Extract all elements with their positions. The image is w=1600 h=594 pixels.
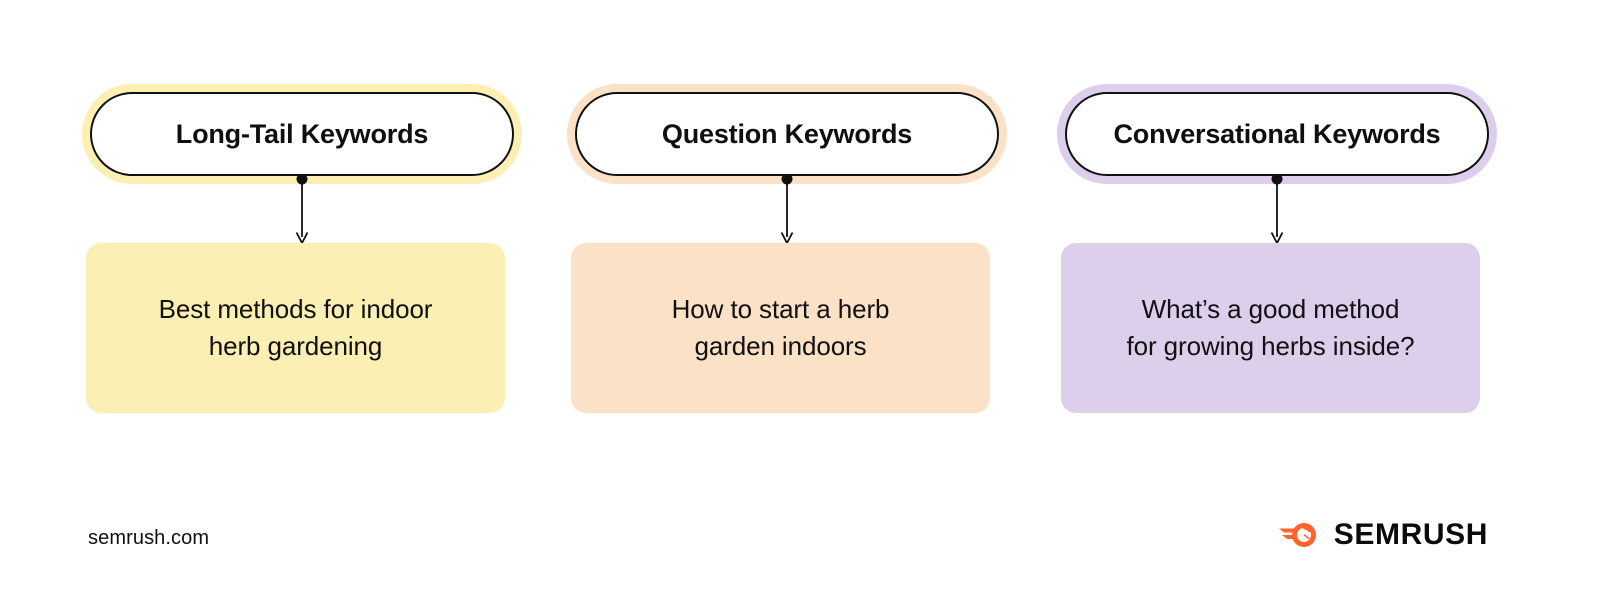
source-url: semrush.com — [88, 527, 210, 549]
keyword-column-conversational: Conversational Keywords What’s a good me… — [1048, 0, 1497, 594]
connector-arrow-conversational — [1270, 174, 1284, 244]
pill-question[interactable]: Question Keywords — [567, 84, 1007, 184]
connector-arrow-long-tail — [295, 174, 309, 244]
example-card-conversational: What’s a good method for growing herbs i… — [1061, 243, 1480, 413]
example-line-2: for growing herbs inside? — [1126, 331, 1415, 361]
keyword-column-question: Question Keywords How to start a herb ga… — [558, 0, 1007, 594]
brand-wordmark: SEMRUSH — [1333, 518, 1488, 551]
example-card-text: How to start a herb garden indoors — [672, 291, 890, 365]
example-line-1: Best methods for indoor — [158, 294, 433, 325]
pill-inner: Long-Tail Keywords — [90, 92, 514, 176]
example-line-2: garden indoors — [694, 331, 867, 361]
pill-inner: Question Keywords — [575, 92, 999, 176]
pill-label: Conversational Keywords — [1113, 118, 1441, 149]
pill-conversational[interactable]: Conversational Keywords — [1057, 84, 1497, 184]
semrush-logo: SEMRUSH — [1278, 519, 1488, 551]
pill-label: Question Keywords — [661, 118, 913, 149]
example-line-1: What’s a good method — [1141, 294, 1400, 325]
example-card-text: What’s a good method for growing herbs i… — [1127, 291, 1415, 365]
connector-arrow-question — [780, 174, 794, 244]
example-line-1: How to start a herb — [671, 294, 890, 325]
example-line-2: herb gardening — [208, 331, 383, 361]
example-card-question: How to start a herb garden indoors — [571, 243, 990, 413]
semrush-comet-icon — [1278, 523, 1316, 547]
pill-inner: Conversational Keywords — [1065, 92, 1489, 176]
pill-long-tail[interactable]: Long-Tail Keywords — [82, 84, 522, 184]
keyword-column-long-tail: Long-Tail Keywords Best methods for indo… — [73, 0, 522, 594]
example-card-long-tail: Best methods for indoor herb gardening — [86, 243, 505, 413]
example-card-text: Best methods for indoor herb gardening — [159, 291, 433, 365]
pill-label: Long-Tail Keywords — [175, 118, 429, 149]
